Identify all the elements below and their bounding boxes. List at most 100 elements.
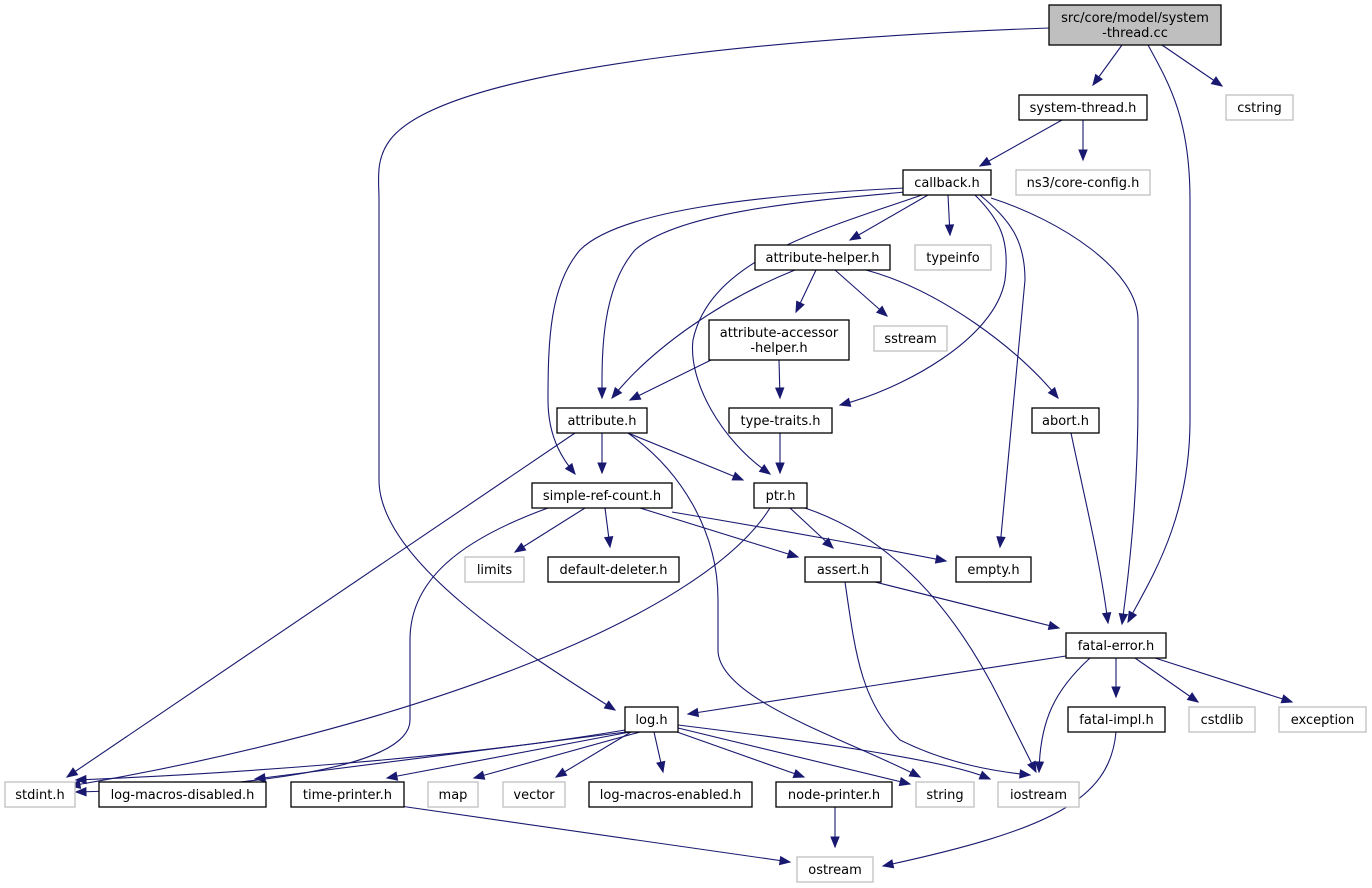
edge-root-to-cstring <box>1161 44 1224 87</box>
edge-callback-h-to-simple-ref-count-h <box>547 187 906 476</box>
edges <box>65 27 1294 869</box>
edge-attribute-h-to-string <box>627 432 922 778</box>
node-label: system-thread.h <box>1030 101 1137 116</box>
node-label: -thread.cc <box>1102 26 1168 41</box>
edge-assert-h-to-iostream <box>844 581 1032 779</box>
node-label: attribute.h <box>567 414 636 429</box>
edge-time-printer-h-to-ostream <box>399 805 792 866</box>
node-label: typeinfo <box>926 251 979 266</box>
edge-attribute-helper-h-to-attribute-h <box>611 269 796 400</box>
edge-log-h-to-log-macros-enabled-h <box>653 731 666 774</box>
edge-attribute-helper-h-to-sstream <box>834 269 889 317</box>
node-label: attribute-accessor <box>720 326 839 341</box>
node-assert-h[interactable]: assert.h <box>804 556 882 583</box>
node-label: exception <box>1291 713 1355 728</box>
node-map: map <box>427 781 479 808</box>
edge-fatal-error-h-to-iostream <box>1034 657 1091 774</box>
node-iostream: iostream <box>997 781 1080 808</box>
node-exception: exception <box>1278 706 1367 733</box>
node-ptr-h[interactable]: ptr.h <box>753 482 808 509</box>
node-label: cstdlib <box>1201 713 1244 728</box>
node-label: iostream <box>1010 788 1067 803</box>
edge-system-thread-h-to-ns3-core-config-h <box>1078 120 1088 162</box>
node-label: sstream <box>884 332 936 347</box>
node-default-deleter-h[interactable]: default-deleter.h <box>547 556 680 583</box>
edge-simple-ref-count-h-to-stdint-h <box>74 507 549 797</box>
node-simple-ref-count-h[interactable]: simple-ref-count.h <box>531 482 673 509</box>
edge-ptr-h-to-assert-h <box>789 507 834 549</box>
node-attribute-accessor-helper-h[interactable]: attribute-accessor-helper.h <box>708 319 850 361</box>
edge-ptr-h-to-stdint-h <box>68 507 771 789</box>
edge-attribute-accessor-helper-h-to-attribute-h <box>628 359 712 401</box>
edge-type-traits-h-to-ptr-h <box>775 433 785 475</box>
node-ns3-core-config-h: ns3/core-config.h <box>1015 169 1151 196</box>
node-abort-h[interactable]: abort.h <box>1031 407 1100 434</box>
node-label: log-macros-disabled.h <box>111 788 255 803</box>
edge-log-h-to-time-printer-h <box>385 731 631 781</box>
node-fatal-impl-h[interactable]: fatal-impl.h <box>1067 706 1166 733</box>
node-attribute-h[interactable]: attribute.h <box>556 407 648 434</box>
edge-node-printer-h-to-ostream <box>830 807 840 849</box>
edge-log-h-to-stdint-h <box>74 729 626 785</box>
node-log-h[interactable]: log.h <box>624 706 679 733</box>
node-time-printer-h[interactable]: time-printer.h <box>290 781 405 808</box>
node-label: ostream <box>808 863 862 878</box>
edge-log-h-to-log-macros-disabled-h <box>253 731 627 783</box>
node-label: fatal-impl.h <box>1079 713 1153 728</box>
node-label: cstring <box>1237 101 1281 116</box>
node-label: -helper.h <box>750 341 807 356</box>
node-empty-h[interactable]: empty.h <box>955 556 1032 583</box>
node-fatal-error-h[interactable]: fatal-error.h <box>1065 632 1167 659</box>
node-root[interactable]: src/core/model/system-thread.cc <box>1048 4 1222 46</box>
node-label: map <box>439 788 468 803</box>
edge-fatal-impl-h-to-ostream <box>881 731 1117 869</box>
node-cstring: cstring <box>1225 94 1294 121</box>
node-typeinfo: typeinfo <box>914 244 992 271</box>
node-label: stdint.h <box>15 788 64 803</box>
edge-ptr-h-to-iostream <box>804 507 1037 774</box>
node-label: fatal-error.h <box>1078 639 1155 654</box>
node-label: callback.h <box>914 176 980 191</box>
edge-attribute-h-to-simple-ref-count-h <box>597 433 607 475</box>
node-label: vector <box>513 788 555 803</box>
edge-fatal-error-h-to-fatal-impl-h <box>1111 658 1121 699</box>
node-label: log-macros-enabled.h <box>600 788 741 803</box>
node-log-macros-enabled-h[interactable]: log-macros-enabled.h <box>588 781 753 808</box>
edge-attribute-helper-h-to-abort-h <box>865 269 1059 400</box>
edge-simple-ref-count-h-to-assert-h <box>639 507 800 559</box>
edge-log-h-to-string <box>677 727 912 787</box>
edge-assert-h-to-fatal-error-h <box>874 581 1061 631</box>
edge-attribute-h-to-ptr-h <box>627 432 745 481</box>
node-type-traits-h[interactable]: type-traits.h <box>728 407 833 434</box>
node-callback-h[interactable]: callback.h <box>902 169 992 196</box>
node-vector: vector <box>502 781 566 808</box>
edge-root-to-system-thread-h <box>1092 44 1123 87</box>
edge-log-h-to-map <box>472 731 641 780</box>
edge-root-to-log-h <box>377 27 1050 711</box>
edge-callback-h-to-typeinfo <box>944 194 955 237</box>
edge-callback-h-to-attribute-h <box>597 191 906 400</box>
node-limits: limits <box>464 556 525 583</box>
edge-fatal-error-h-to-cstdlib <box>1134 657 1200 703</box>
edge-attribute-helper-h-to-attribute-accessor-helper-h <box>795 269 817 314</box>
edge-simple-ref-count-h-to-default-deleter-h <box>603 507 614 549</box>
node-label: abort.h <box>1042 414 1089 429</box>
node-stdint-h: stdint.h <box>4 781 76 808</box>
node-label: attribute-helper.h <box>765 251 879 266</box>
node-node-printer-h[interactable]: node-printer.h <box>775 781 893 808</box>
nodes: src/core/model/system-thread.cc system-th… <box>4 4 1367 883</box>
node-ostream: ostream <box>796 856 874 883</box>
node-label: ns3/core-config.h <box>1027 176 1140 191</box>
node-attribute-helper-h[interactable]: attribute-helper.h <box>754 244 891 271</box>
node-label: empty.h <box>967 563 1019 578</box>
node-label: string <box>926 788 963 803</box>
node-string: string <box>915 781 975 808</box>
node-sstream: sstream <box>873 325 948 352</box>
edge-log-h-to-vector <box>554 731 632 778</box>
node-label: type-traits.h <box>741 414 821 429</box>
edge-callback-h-to-fatal-error-h <box>990 197 1139 626</box>
node-system-thread-h[interactable]: system-thread.h <box>1018 94 1148 121</box>
edge-callback-h-to-type-traits-h <box>838 194 1007 407</box>
node-log-macros-disabled-h[interactable]: log-macros-disabled.h <box>98 781 267 808</box>
